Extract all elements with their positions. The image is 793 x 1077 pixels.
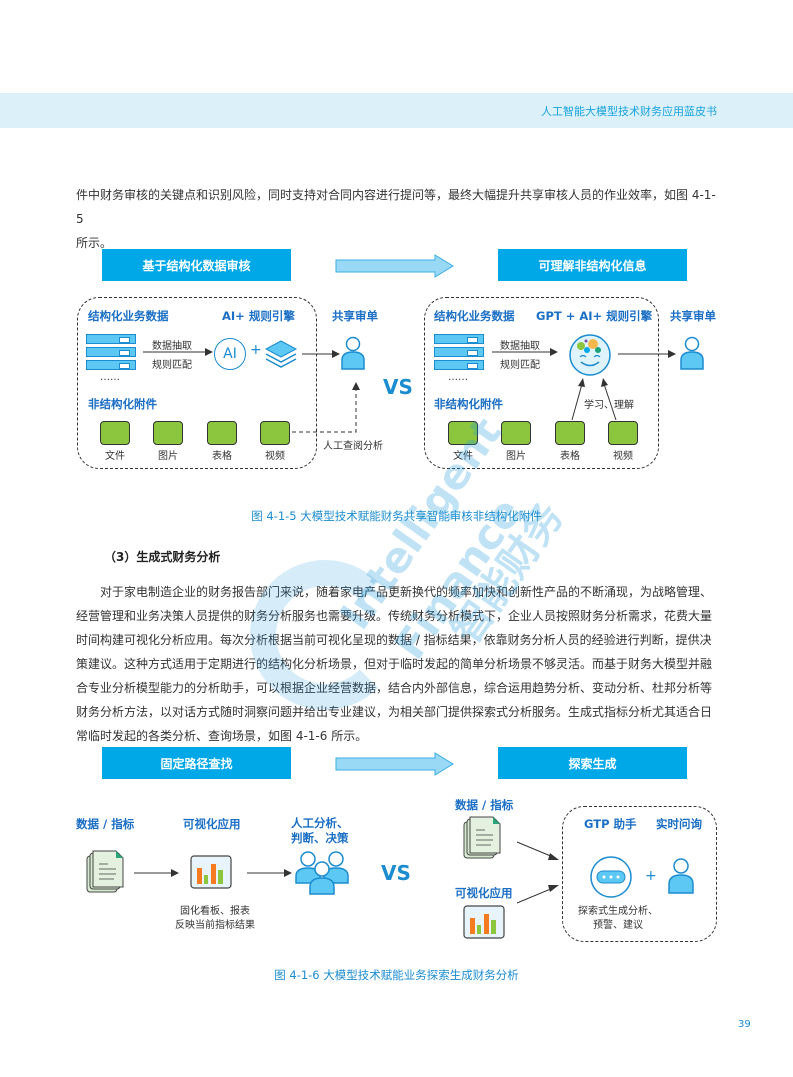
- fig1-left-structured-label: 结构化业务数据: [88, 309, 169, 323]
- fig2-left-arrow-2-icon: [247, 869, 292, 877]
- fig1-right-unstructured-label: 非结构化附件: [434, 397, 503, 411]
- document-file-icon: [448, 421, 478, 445]
- page-number: 39: [738, 1019, 751, 1030]
- video-file-icon: [608, 421, 638, 445]
- fig1-left-unstructured-label: 非结构化附件: [88, 397, 157, 411]
- fig2-left-viz-label: 可视化应用: [183, 817, 241, 831]
- intro-line-2: 所示。: [76, 236, 113, 250]
- paragraph-line: 常临时发起的各类分析、查询场景，如图 4-1-6 所示。: [76, 729, 368, 743]
- fig1-learn-label: 学习、理解: [584, 400, 634, 411]
- fig1-left-dashed-box: [77, 297, 317, 469]
- paragraph-line: 财务分析方法，以对话方式随时洞察问题并给出专业建议，为相关部门提供探索式分析服务…: [76, 705, 713, 719]
- fig2-right-document-stack-icon: [463, 816, 501, 859]
- fig2-left-title: 固定路径查找: [102, 747, 291, 779]
- fig2-left-arrow-1-icon: [134, 869, 179, 877]
- intro-paragraph: 件中财务审核的关键点和识别风险，同时支持对合同内容进行提问等，最终大幅提升共享审…: [76, 183, 718, 255]
- desc-line-1: 探索式生成分析、: [578, 906, 658, 917]
- fig1-manual-review-dashed-arrow-icon: [292, 382, 360, 433]
- fig1-right-output-label: 共享审单: [670, 309, 716, 323]
- fig1-right-ellipsis: ……: [448, 372, 468, 383]
- gpt-smiley-icon: [569, 334, 611, 376]
- fig2-right-bar-chart-icon: [463, 905, 505, 939]
- fig1-left-arrow-label-match: 规则匹配: [152, 360, 192, 371]
- fig1-right-output-arrow-icon: [618, 350, 676, 358]
- layers-icon: [264, 340, 298, 368]
- fig1-left-output-arrow-icon: [302, 350, 340, 358]
- fig1-left-output-label: 共享审单: [332, 309, 378, 323]
- fig1-left-engine-label: AI+ 规则引擎: [222, 309, 295, 323]
- fig2-left-bar-chart-icon: [190, 855, 232, 889]
- document-file-icon: [100, 421, 130, 445]
- attachment-label-table: 表格: [212, 451, 232, 462]
- fig1-left-user-icon: [341, 336, 365, 370]
- running-header-title: 人工智能大模型技术财务应用蓝皮书: [541, 105, 717, 118]
- fig1-caption: 图 4-1-5 大模型技术赋能财务共享智能审核非结构化附件: [251, 509, 542, 523]
- fig2-left-data-label: 数据 / 指标: [76, 817, 135, 831]
- attachment-label-video: 视频: [613, 451, 633, 462]
- fig2-right-data-label: 数据 / 指标: [455, 798, 514, 812]
- desc-line-2: 预警、建议: [593, 920, 643, 931]
- fig1-right-structured-label: 结构化业务数据: [434, 309, 515, 323]
- attachment-label-image: 图片: [158, 451, 178, 462]
- fig2-vs-label: VS: [381, 861, 411, 885]
- fig2-user-icon: [668, 858, 694, 894]
- paragraph-line: 合专业分析模型能力的分析助手，可以根据企业经营数据，结合内外部信息，综合运用趋势…: [76, 681, 713, 695]
- fig1-vs-label: VS: [383, 375, 413, 399]
- fig2-people-group-icon: [295, 851, 349, 895]
- fig1-right-engine-label: GPT + AI+ 规则引擎: [536, 309, 653, 323]
- image-file-icon: [153, 421, 183, 445]
- section-paragraph: 对于家电制造企业的财务报告部门来说，随着家电产品更新换代的频率加快和创新性产品的…: [76, 580, 718, 748]
- fig1-left-server-stack-icon: [86, 334, 136, 373]
- fig2-converge-arrows-icon: [516, 841, 559, 904]
- attachment-label-image: 图片: [506, 451, 526, 462]
- fig2-assistant-label: GTP 助手: [584, 817, 637, 831]
- fig1-right-arrow-label-match: 规则匹配: [500, 360, 540, 371]
- fig1-right-title: 可理解非结构化信息: [498, 249, 687, 281]
- fig1-left-title: 基于结构化数据审核: [102, 249, 291, 281]
- section-heading: （3）生成式财务分析: [104, 550, 221, 564]
- people-label-line-2: 判断、决策: [291, 831, 349, 845]
- fig2-caption: 图 4-1-6 大模型技术赋能业务探索生成财务分析: [274, 968, 519, 982]
- attachment-label-video: 视频: [265, 451, 285, 462]
- people-label-line-1: 人工分析、: [291, 816, 349, 830]
- fig1-transition-arrow-icon: [335, 254, 454, 278]
- table-file-icon: [555, 421, 585, 445]
- video-file-icon: [260, 421, 290, 445]
- fig1-right-user-icon: [680, 336, 704, 370]
- fig2-left-document-stack-icon: [86, 850, 124, 893]
- fig1-right-arrow-label-extract: 数据抽取: [500, 341, 540, 352]
- table-file-icon: [207, 421, 237, 445]
- fig2-plus: +: [645, 868, 657, 884]
- fig1-learn-arrows-icon: [571, 378, 617, 421]
- viz-desc-line-1: 固化看板、报表: [180, 906, 250, 917]
- attachment-label-file: 文件: [453, 451, 473, 462]
- ai-badge-icon: AI: [214, 338, 246, 370]
- fig1-right-dashed-box: [424, 297, 659, 469]
- fig2-right-viz-label: 可视化应用: [455, 886, 513, 900]
- fig1-left-arrow-icon: [143, 348, 213, 356]
- viz-desc-line-2: 反映当前指标结果: [175, 920, 255, 931]
- fig1-right-server-stack-icon: [434, 334, 484, 373]
- fig2-realtime-label: 实时问询: [656, 817, 702, 831]
- fig1-manual-review-label: 人工查阅分析: [323, 441, 383, 452]
- attachment-label-file: 文件: [105, 451, 125, 462]
- paragraph-line: 对于家电制造企业的财务报告部门来说，随着家电产品更新换代的频率加快和创新性产品的…: [100, 585, 713, 599]
- header-band: [0, 93, 793, 128]
- image-file-icon: [501, 421, 531, 445]
- fig2-left-viz-desc: 固化看板、报表 反映当前指标结果: [160, 905, 270, 933]
- fig1-left-plus: +: [250, 342, 262, 358]
- fig1-left-arrow-label-extract: 数据抽取: [152, 341, 192, 352]
- fig2-right-dashed-box: [562, 806, 717, 942]
- fig1-left-ellipsis: ……: [100, 372, 120, 383]
- fig2-right-desc: 探索式生成分析、 预警、建议: [568, 905, 668, 933]
- fig2-left-people-label: 人工分析、 判断、决策: [291, 816, 349, 846]
- fig1-right-arrow-icon: [492, 348, 558, 356]
- fig2-right-title: 探索生成: [498, 747, 687, 779]
- fig2-transition-arrow-icon: [335, 752, 454, 776]
- intro-line-1: 件中财务审核的关键点和识别风险，同时支持对合同内容进行提问等，最终大幅提升共享审…: [76, 188, 716, 226]
- chat-bubble-assistant-icon: [590, 856, 632, 898]
- attachment-label-table: 表格: [560, 451, 580, 462]
